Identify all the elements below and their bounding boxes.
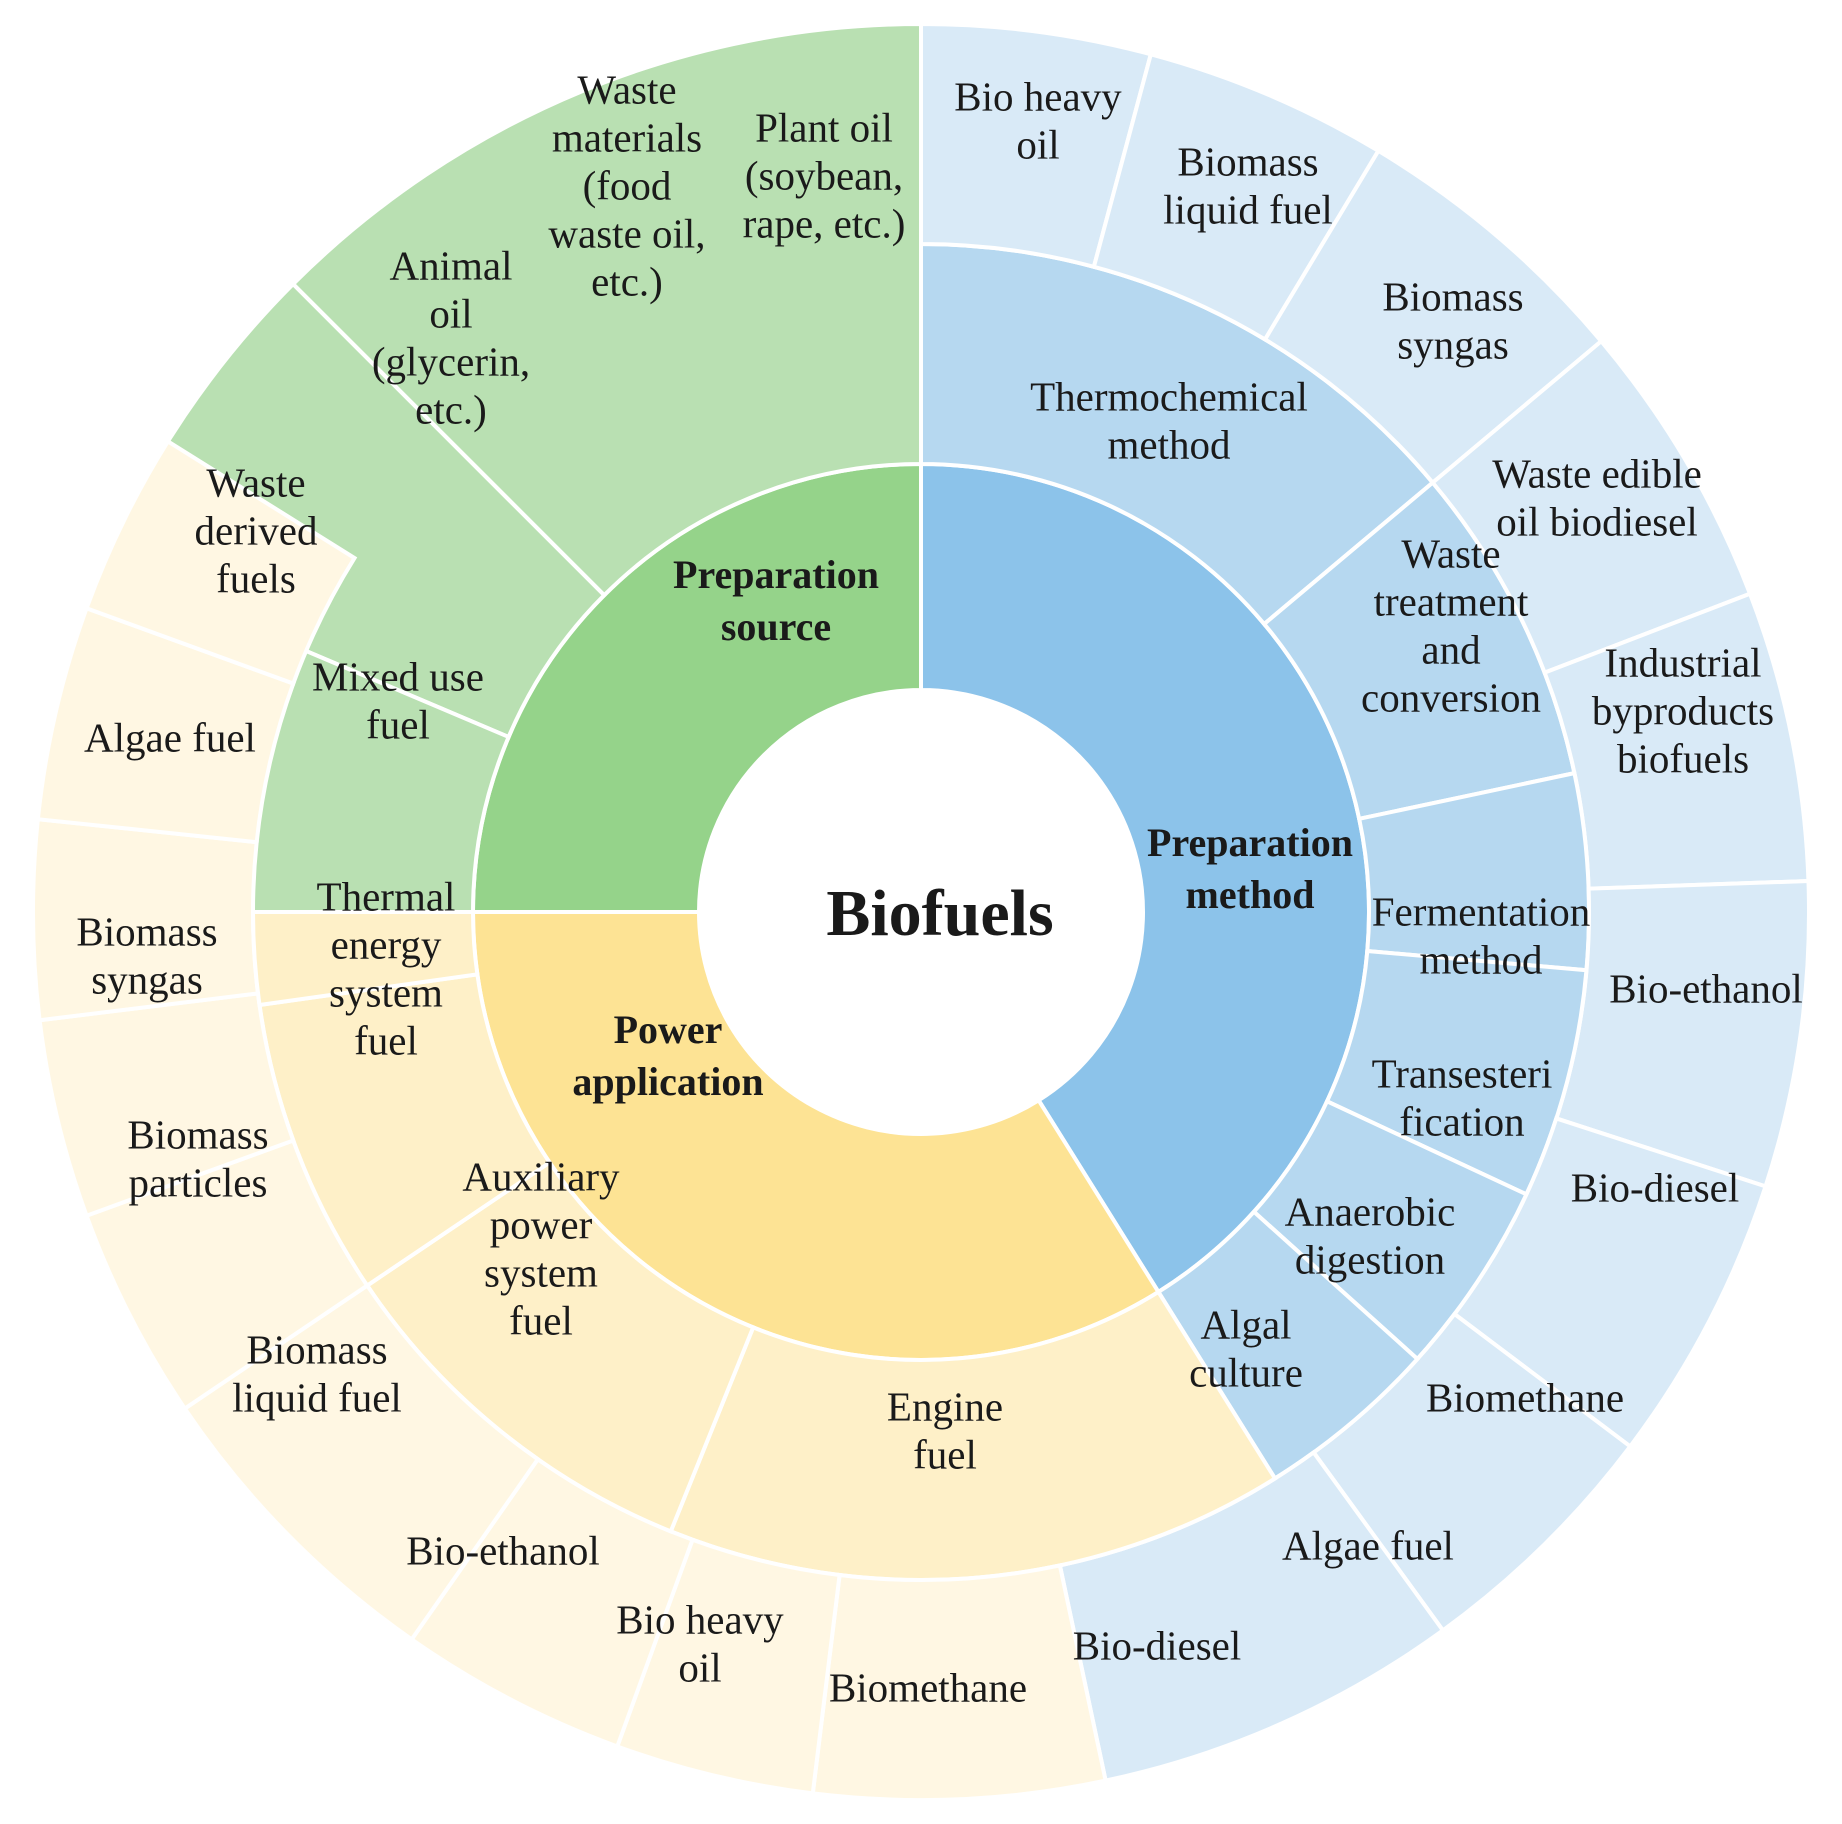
- method-segment-0-0: [290, 21, 923, 599]
- product-label-2-3-0: Algae fuel: [84, 714, 256, 760]
- product-label-1-3-0: Bio-diesel: [1571, 1164, 1740, 1210]
- product-label-2-0-0: Bio-diesel: [1073, 1622, 1242, 1668]
- center-circle: [699, 690, 1143, 1134]
- product-label-2-0-1: Biomethane: [829, 1664, 1027, 1710]
- center-title: Biofuels: [826, 877, 1053, 950]
- method-label-0-0: Plant oil(soybean,rape, etc.): [743, 104, 906, 246]
- product-label-1-2-0: Bio-ethanol: [1609, 965, 1803, 1011]
- method-segment-2-3: [250, 910, 480, 1008]
- product-label-1-5-0: Algae fuel: [1282, 1522, 1454, 1568]
- product-label-1-4-0: Biomethane: [1426, 1374, 1624, 1420]
- product-segment-2-3-1: [83, 438, 358, 687]
- product-label-2-1-0: Bio-ethanol: [406, 1527, 600, 1573]
